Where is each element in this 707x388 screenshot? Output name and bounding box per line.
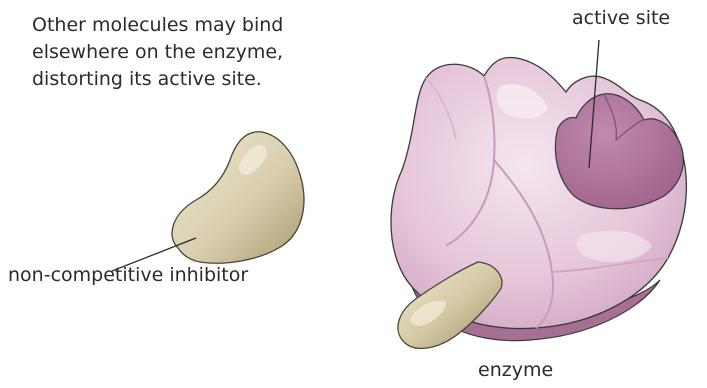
inhibitor-label: non-competitive inhibitor xyxy=(8,264,248,286)
enzyme-label: enzyme xyxy=(478,359,553,381)
active-site-label: active site xyxy=(572,7,670,29)
inhibitor-shape xyxy=(172,132,304,263)
